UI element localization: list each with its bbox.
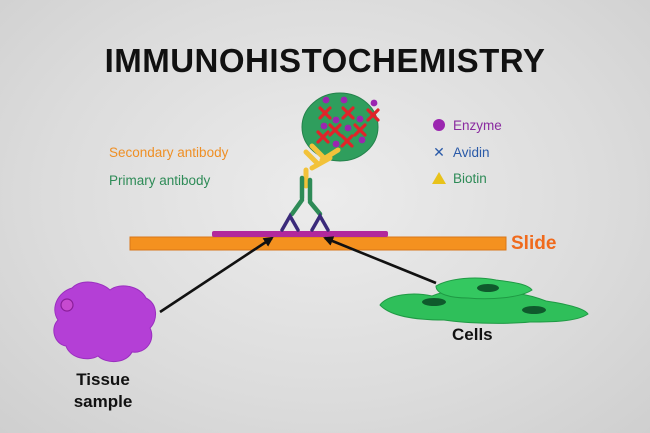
tissue-sample-label: Tissue sample (73, 370, 133, 411)
tissue-sample-blob (53, 281, 156, 362)
legend-item-enzyme: Enzyme (430, 116, 502, 134)
page-title: IMMUNOHISTOCHEMISTRY (104, 42, 546, 79)
biotin-triangle-icon (430, 169, 448, 187)
detection-complex (301, 92, 380, 162)
arrow-cells-to-slide (323, 236, 437, 285)
legend-item-biotin: Biotin (430, 169, 487, 187)
cells-label: Cells (452, 325, 493, 344)
legend-label-enzyme: Enzyme (453, 117, 502, 133)
arrow-tissue-to-slide (159, 236, 274, 314)
legend-item-avidin: ✕ Avidin (430, 143, 490, 161)
enzyme-dot-icon (430, 116, 448, 134)
slide-label: Slide (511, 233, 557, 254)
secondary-antibody-label: Secondary antibody (109, 145, 229, 160)
slide-bar (129, 236, 507, 251)
antigen-markers (280, 212, 330, 232)
primary-antibody-label: Primary antibody (109, 173, 211, 188)
avidin-x-icon: ✕ (433, 144, 445, 160)
primary-antibody (289, 175, 323, 217)
tissue-section-on-slide (212, 231, 388, 237)
legend-label-biotin: Biotin (453, 170, 487, 186)
cells-cluster (379, 277, 589, 324)
secondary-antibody (303, 143, 341, 189)
legend-label-avidin: Avidin (453, 144, 490, 160)
